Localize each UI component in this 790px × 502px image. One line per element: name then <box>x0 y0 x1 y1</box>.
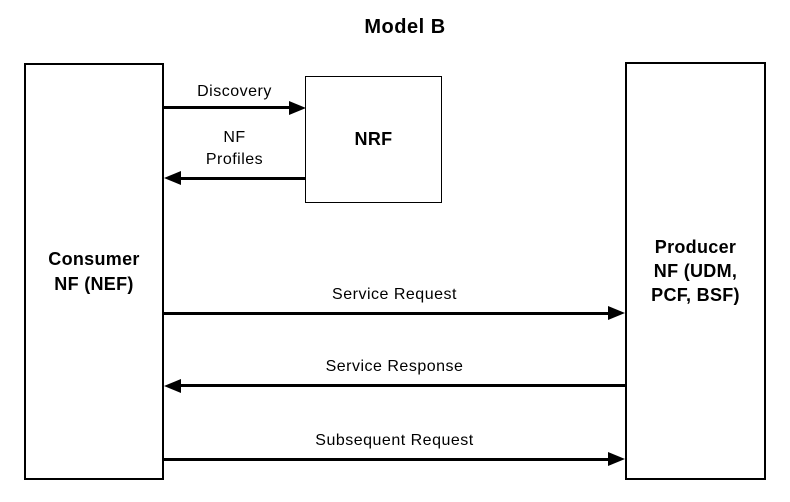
arrowhead-left-icon <box>164 379 181 393</box>
node-consumer-nf-label: Consumer NF (NEF) <box>48 249 140 294</box>
arrow-label-subsequent-request: Subsequent Request <box>315 432 474 449</box>
arrow-line-service-request <box>164 312 610 315</box>
arrow-line-discovery <box>164 106 290 109</box>
node-nrf-label: NRF <box>354 129 393 150</box>
node-producer-nf-label: Producer NF (UDM, PCF, BSF) <box>651 236 740 306</box>
arrowhead-right-icon <box>289 101 306 115</box>
arrow-line-subsequent-request <box>164 458 610 461</box>
arrow-label-service-response: Service Response <box>325 358 464 375</box>
arrow-label-discovery: Discovery <box>197 83 272 100</box>
node-producer-nf: Producer NF (UDM, PCF, BSF) <box>625 62 766 480</box>
node-consumer-nf: Consumer NF (NEF) <box>24 63 164 480</box>
node-nrf: NRF <box>305 76 442 203</box>
arrow-line-nf-profiles <box>180 177 305 180</box>
arrowhead-left-icon <box>164 171 181 185</box>
arrowhead-right-icon <box>608 306 625 320</box>
diagram-title: Model B <box>364 16 446 38</box>
arrow-line-service-response <box>180 384 625 387</box>
arrow-label-service-request: Service Request <box>332 286 457 303</box>
arrow-label-nf-profiles: NF Profiles <box>205 129 264 169</box>
arrowhead-right-icon <box>608 452 625 466</box>
